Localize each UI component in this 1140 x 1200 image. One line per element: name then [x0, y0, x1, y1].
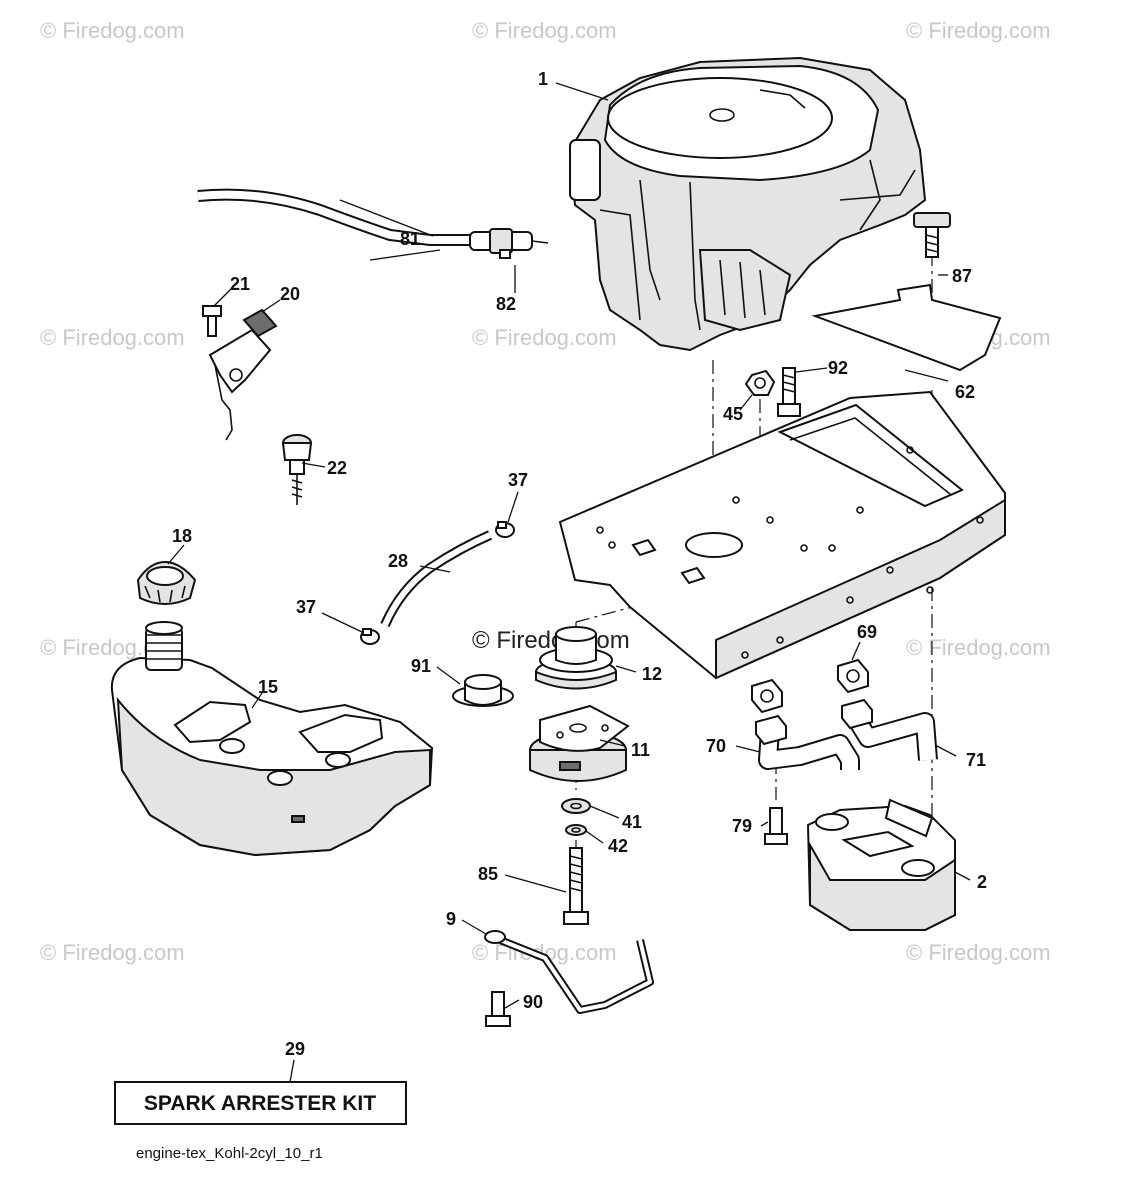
- exhaust-pipe-left: [755, 714, 860, 770]
- callouts: 1 87 81 82 62 45 92 21 20 22 37 28 37 18…: [172, 69, 987, 1059]
- spark-arrester-kit: SPARK ARRESTER KIT: [114, 1081, 407, 1125]
- exhaust-gasket: [751, 678, 783, 714]
- callout-79: 79: [732, 816, 752, 836]
- fuel-cap: [136, 560, 197, 605]
- engine-nut: [744, 369, 776, 396]
- callout-9: 9: [446, 909, 456, 929]
- heat-shield-plate: [811, 283, 1002, 372]
- exhaust-pipe-right: [841, 698, 938, 761]
- watermark: © Firedog.com: [906, 18, 1051, 43]
- pulley-spacer: [452, 674, 514, 707]
- callout-28: 28: [388, 551, 408, 571]
- throttle-control: [202, 305, 278, 441]
- callout-91: 91: [411, 656, 431, 676]
- fuel-filter: [469, 228, 549, 259]
- callout-69: 69: [857, 622, 877, 642]
- callout-20: 20: [280, 284, 300, 304]
- callout-21: 21: [230, 274, 250, 294]
- engine-mount-bolt: [777, 367, 801, 417]
- engine-bolt: [913, 212, 951, 258]
- choke-knob: [281, 434, 313, 505]
- bracket-bolt: [485, 991, 511, 1027]
- callout-92: 92: [828, 358, 848, 378]
- callout-70: 70: [706, 736, 726, 756]
- washer: [561, 798, 591, 814]
- engine-pulley: [535, 626, 617, 690]
- watermark: © Firedog.com: [40, 940, 185, 965]
- fuel-line-hose: [197, 188, 470, 246]
- callout-11: 11: [631, 740, 650, 760]
- callout-37-top: 37: [508, 470, 528, 490]
- exhaust-gasket: [837, 658, 869, 694]
- spark-arrester-kit-label: SPARK ARRESTER KIT: [144, 1092, 376, 1115]
- callout-81: 81: [400, 229, 420, 249]
- watermark: © Firedog.com: [906, 635, 1051, 660]
- callout-41: 41: [622, 812, 642, 832]
- callout-71: 71: [966, 750, 986, 770]
- muffler: [806, 798, 956, 931]
- diagram-file-name: engine-tex_Kohl-2cyl_10_r1: [136, 1145, 323, 1162]
- watermark: © Firedog.com: [472, 18, 617, 43]
- callout-82: 82: [496, 294, 516, 314]
- watermark: © Firedog.com: [40, 325, 185, 350]
- callout-37-bottom: 37: [296, 597, 316, 617]
- watermark: © Firedog.com: [472, 325, 617, 350]
- callout-22: 22: [327, 458, 347, 478]
- callout-29: 29: [285, 1039, 305, 1059]
- callout-42: 42: [608, 836, 628, 856]
- watermark-center: © Firedog.com: [472, 627, 630, 654]
- clutch-bracket-rod: [484, 930, 654, 1014]
- fuel-hose: [380, 530, 492, 628]
- callout-62: 62: [955, 382, 975, 402]
- callout-90: 90: [523, 992, 543, 1012]
- callout-18: 18: [172, 526, 192, 546]
- fuel-tank: [110, 621, 434, 857]
- chassis-frame: [558, 390, 1006, 680]
- watermark: © Firedog.com: [906, 940, 1051, 965]
- leader-lines: [167, 82, 971, 1083]
- clutch-bolt: [563, 847, 589, 925]
- callout-45: 45: [723, 404, 743, 424]
- callout-87: 87: [952, 266, 972, 286]
- callout-1: 1: [538, 69, 548, 89]
- exhaust-bolt: [764, 807, 788, 845]
- hose-clamp: [360, 628, 380, 645]
- lock-washer: [565, 824, 587, 836]
- watermark: © Firedog.com: [40, 18, 185, 43]
- hose-clamp: [495, 521, 515, 538]
- callout-2: 2: [977, 872, 987, 892]
- callout-12: 12: [642, 664, 662, 684]
- callout-15: 15: [258, 677, 278, 697]
- engine: [568, 56, 927, 352]
- callout-85: 85: [478, 864, 498, 884]
